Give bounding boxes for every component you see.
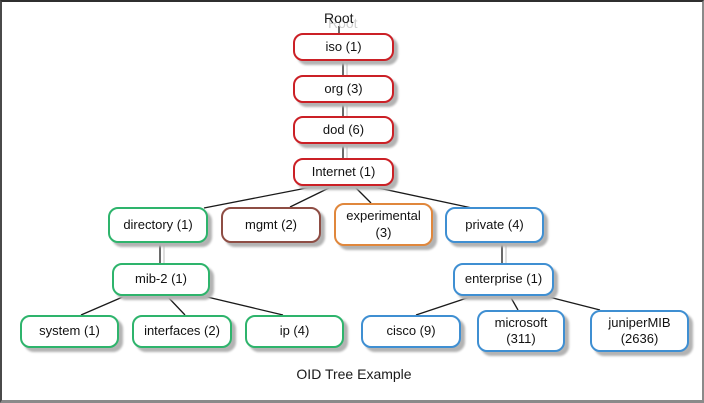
edge-10 (80, 295, 126, 316)
edge-5 (289, 185, 334, 208)
node-microsoft: microsoft (311) (477, 310, 565, 352)
node-mgmt: mgmt (2) (221, 207, 321, 243)
edge-7 (368, 185, 473, 209)
root-label: Root (324, 10, 354, 26)
node-org: org (3) (293, 75, 394, 103)
node-iso: iso (1) (293, 33, 394, 61)
node-system: system (1) (20, 315, 119, 348)
edge-14 (509, 295, 519, 311)
node-ip: ip (4) (245, 315, 344, 348)
edge-11 (166, 295, 186, 316)
node-dod: dod (6) (293, 116, 394, 144)
edge-6 (353, 185, 372, 204)
node-private: private (4) (445, 207, 544, 243)
node-cisco: cisco (9) (361, 315, 461, 348)
edge-4 (203, 185, 318, 209)
diagram-caption: OID Tree Example (296, 366, 412, 382)
node-experimental: experimental (3) (334, 203, 433, 246)
node-enterprise: enterprise (1) (453, 263, 554, 296)
node-internet: Internet (1) (293, 158, 394, 186)
edge-13 (415, 295, 474, 316)
node-junipermib: juniperMIB (2636) (590, 310, 689, 352)
node-directory: directory (1) (108, 207, 208, 243)
edge-12 (202, 295, 284, 316)
edge-15 (544, 295, 601, 311)
node-interfaces: interfaces (2) (132, 315, 232, 348)
node-mib-2: mib-2 (1) (112, 263, 210, 296)
root-label-shadow: Root (328, 15, 358, 31)
